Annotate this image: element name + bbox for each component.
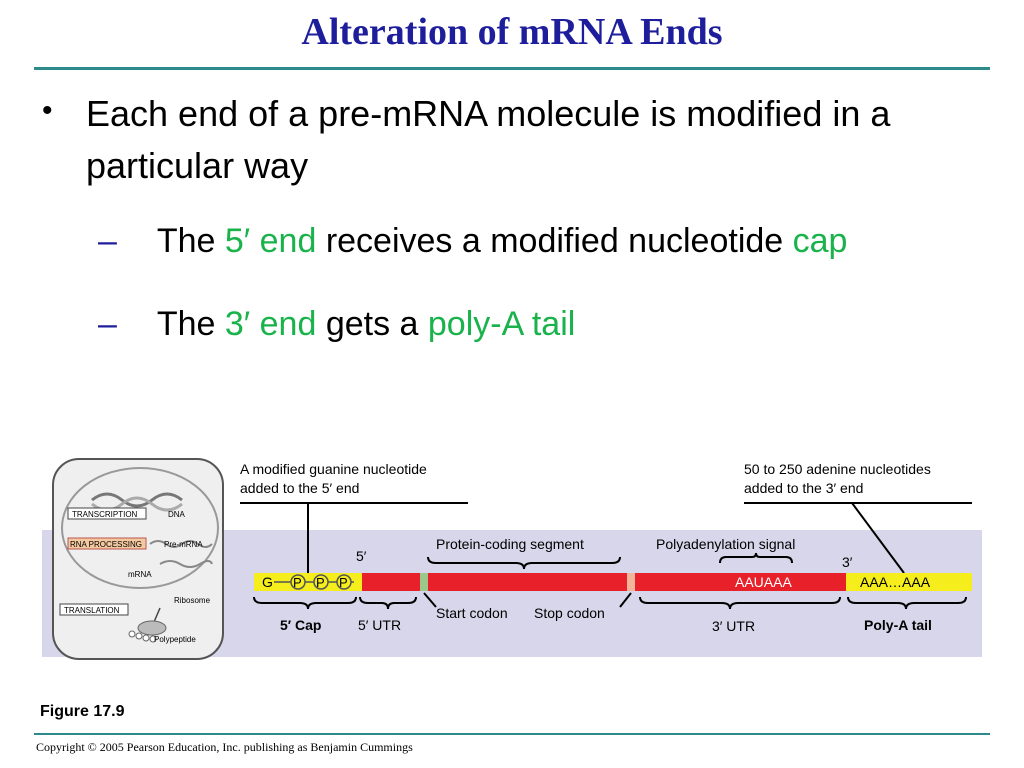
adenine-pointer-line [851,502,905,574]
title-divider [34,67,990,70]
start-codon-label: Start codon [436,605,508,621]
sub-bullet-cap: – The 5′ end receives a modified nucleot… [98,222,847,261]
mrna-label: mRNA [128,570,152,579]
five-prime-cap-label: 5′ Cap [280,617,321,633]
main-bullet: Each end of a pre-mRNA molecule is modif… [86,93,891,186]
polyadenylation-label: Polyadenylation signal [656,536,795,552]
poly-a-tail-region [846,573,972,591]
phosphate-icon [313,574,329,590]
poly-a-tail-label: Poly-A tail [864,617,932,633]
stop-codon-marker [627,573,635,591]
nucleus-outline [61,467,219,589]
utr3-bracket [639,596,841,610]
stop-codon-label: Stop codon [534,605,605,621]
poly-a-tail-highlight: poly-A tail [427,305,576,343]
three-prime-label: 3′ [842,554,853,570]
utr5-label: 5′ UTR [358,617,401,633]
protein-coding-bracket [427,556,621,570]
sub-text: The [156,305,216,343]
five-prime-end-highlight: 5′ end [224,222,317,260]
polypeptide-chain-icon [128,630,136,638]
ribosome-label: Ribosome [174,596,211,605]
phosphate-icon [290,574,306,590]
sub-text: gets a [325,305,419,343]
ribosome-icon [137,620,167,636]
start-codon-pointer [423,592,437,608]
mrna-structure-diagram: A modified guanine nucleotide added to t… [240,461,972,634]
slide-title: Alteration of mRNA Ends [301,11,723,53]
guanine-g-label: G [262,574,273,590]
adenine-count-label: 50 to 250 adenine nucleotides [744,461,931,477]
dash-marker: – [98,305,117,343]
footer-divider [34,733,990,735]
aauaaa-signal-label: AAUAAA [735,574,792,590]
utr5-bracket [359,596,417,610]
figure-caption: Figure 17.9 [40,703,125,720]
phosphate-p-label: P [339,575,348,590]
five-prime-label: 5′ [356,548,367,564]
rna-processing-label: RNA PROCESSING [70,540,142,549]
polyadenylation-bracket [719,552,793,564]
dash-marker: – [98,222,117,260]
pre-mrna-label: Pre-mRNA [164,540,203,549]
copyright-notice: Copyright © 2005 Pearson Education, Inc.… [36,740,413,754]
phosphate-p-label: P [293,575,302,590]
stop-codon-pointer [619,592,632,608]
three-prime-end-highlight: 3′ end [224,305,317,343]
added-5prime-label: added to the 5′ end [240,480,359,496]
poly-a-sequence-label: AAA…AAA [860,574,931,590]
protein-coding-label: Protein-coding segment [436,536,584,552]
start-codon-marker [420,573,428,591]
cell-overview-inset: TRANSCRIPTION DNA RNA PROCESSING Pre-mRN… [52,458,224,660]
cap-highlight: cap [792,222,848,260]
sub-bullet-tail: – The 3′ end gets a poly-A tail [98,305,575,344]
dna-label: DNA [168,510,186,519]
mrna-coding-strand [362,573,846,591]
transcription-label: TRANSCRIPTION [72,510,138,519]
phosphate-p-label: P [316,575,325,590]
cap-bracket [253,596,357,610]
sub-text: The [156,222,216,260]
mrna-icon [159,560,213,568]
translation-label: TRANSLATION [64,606,120,615]
poly-a-bracket [847,596,967,610]
bullet-marker: • [42,94,53,127]
pre-mrna-icon [149,540,213,548]
polypeptide-label: Polypeptide [154,635,196,644]
utr3-label: 3′ UTR [712,618,755,634]
modified-guanine-label: A modified guanine nucleotide [240,461,427,477]
added-3prime-label: added to the 3′ end [744,480,863,496]
sub-text: receives a modified nucleotide [325,222,784,260]
phosphate-icon [336,574,352,590]
dna-helix-icon [91,492,183,508]
